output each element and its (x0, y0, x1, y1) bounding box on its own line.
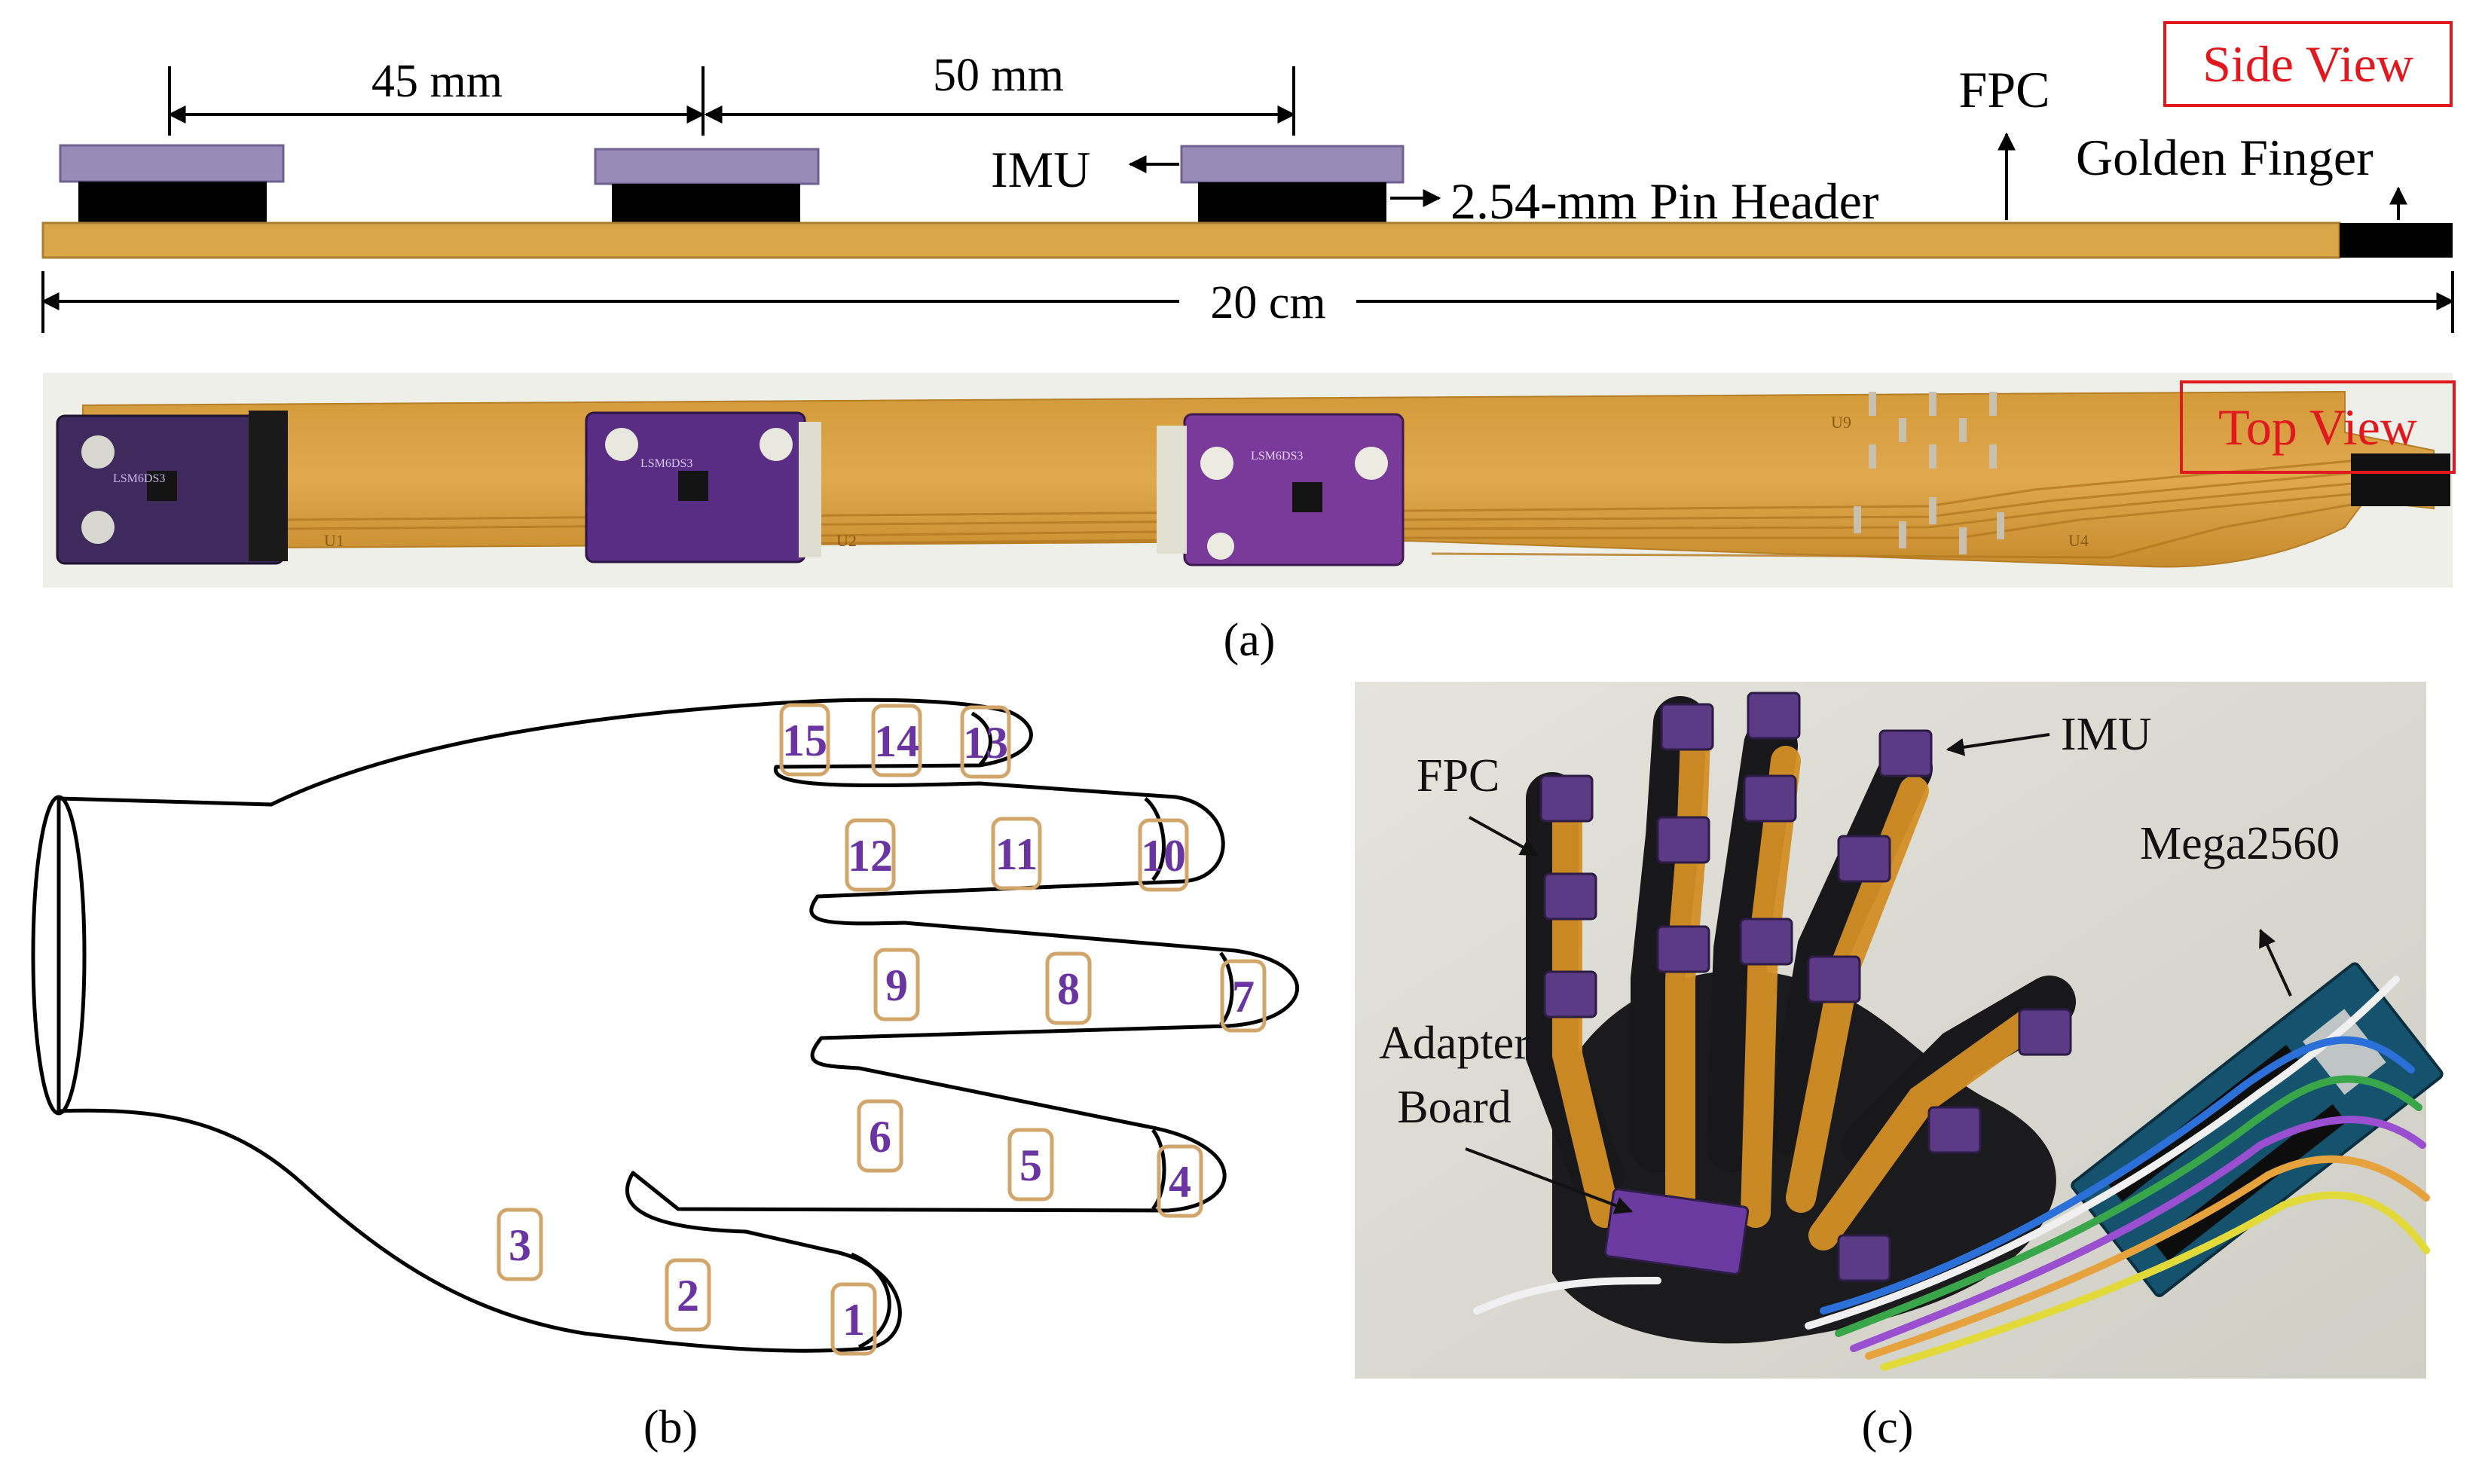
imu-board-3: LSM6DS3 (1157, 413, 1405, 566)
fpc-label-side: FPC (1959, 61, 2050, 118)
sensor-number: 8 (1057, 964, 1080, 1014)
photo-imu-label: IMU (2061, 709, 2152, 760)
imu-label: IMU (991, 141, 1090, 198)
sensor-box (1220, 959, 1267, 1033)
caption-c: (c) (1862, 1402, 1914, 1453)
sensor-2: 2 (665, 1258, 711, 1332)
side-view-box (2163, 21, 2453, 107)
golden-finger (2340, 223, 2453, 258)
fpc-board (41, 221, 2341, 259)
sensor-box (857, 1099, 903, 1173)
sensor-14: 14 (871, 704, 922, 777)
module-mark-u9: U9 (1831, 413, 1851, 432)
golden-finger-label: Golden Finger (2076, 129, 2374, 186)
top-view-title: Top View (2218, 398, 2417, 456)
sensor-number: 10 (1141, 831, 1186, 881)
side-view-panel: 45 mm 50 mm IMU 2.54-mm Pin Header FPC G… (41, 21, 2455, 333)
imu-module-1 (59, 144, 285, 183)
module-mark-u2: U2 (836, 531, 857, 550)
sensor-11: 11 (991, 817, 1042, 890)
photo-fpc-label: FPC (1417, 750, 1499, 802)
sensor-number: 4 (1169, 1157, 1191, 1207)
photo-fpc-arrow (1469, 816, 1539, 857)
sensor-13: 13 (960, 705, 1011, 779)
imu-module-2 (594, 148, 820, 185)
photo-imu-boards (1539, 692, 2072, 1282)
sensor-box (830, 1282, 877, 1356)
sensor-1: 1 (830, 1282, 877, 1356)
sensor-box (1007, 1128, 1054, 1202)
sensor-box (497, 1208, 543, 1281)
sensor-number: 12 (848, 831, 893, 881)
sensor-number: 3 (509, 1220, 531, 1270)
top-view-panel: U1 U2 U9 U4 LSM6DS3 LSM6DS3 (43, 373, 2456, 666)
module-mark-u1: U1 (324, 531, 344, 550)
sensor-number: 7 (1232, 972, 1255, 1021)
sensor-box (991, 817, 1042, 890)
sensor-4: 4 (1157, 1144, 1203, 1218)
sensor-10: 10 (1138, 818, 1189, 892)
caption-a: (a) (1224, 615, 1276, 666)
sensor-number: 5 (1019, 1140, 1042, 1190)
sensor-number: 13 (963, 718, 1008, 768)
sensor-box (665, 1258, 711, 1332)
glove-photo-panel: IMU FPC Mega2560 Adapter Board (c) (1355, 682, 2444, 1453)
sensor-box (1138, 818, 1189, 892)
dim-label-50mm: 50 mm (933, 50, 1064, 101)
module-mark-u4: U4 (2068, 531, 2089, 550)
sensor-number: 11 (995, 829, 1038, 879)
imu-board-3-text: LSM6DS3 (1251, 450, 1303, 463)
photo-adapter-label-line2: Board (1397, 1082, 1512, 1133)
wrist-opening (31, 795, 87, 1116)
imu-board-1: LSM6DS3 (56, 411, 288, 565)
sensor-7: 7 (1220, 959, 1267, 1033)
sensor-6: 6 (857, 1099, 903, 1173)
sensor-number: 2 (677, 1271, 699, 1321)
sensor-box (960, 705, 1011, 779)
sensor-box (1045, 951, 1092, 1025)
sensor-box (1157, 1144, 1203, 1218)
adapter-board (1603, 1188, 1750, 1275)
sensor-3: 3 (497, 1208, 543, 1281)
pin-header-label: 2.54-mm Pin Header (1450, 173, 1879, 230)
sensor-box (845, 818, 896, 892)
imu-board-2-text: LSM6DS3 (640, 457, 692, 470)
sensor-9: 9 (873, 948, 920, 1021)
side-view-title: Side View (2202, 35, 2413, 93)
sensor-number: 1 (842, 1295, 865, 1345)
caption-b: (b) (643, 1402, 698, 1453)
sensor-number: 15 (782, 716, 827, 765)
pin-header-1 (78, 182, 267, 222)
sensor-number: 9 (885, 960, 908, 1010)
photo-adapter-label-line1: Adapter (1379, 1018, 1530, 1069)
top-view-golden-finger (2351, 453, 2450, 506)
photo-mega-arrow (2259, 928, 2292, 997)
sensor-8: 8 (1045, 951, 1092, 1025)
sensor-12: 12 (845, 818, 896, 892)
hand-outline (57, 698, 1299, 1353)
top-view-box (2180, 380, 2456, 474)
photo-adapter-arrow (1465, 1147, 1634, 1214)
sensor-box (871, 704, 922, 777)
dim-label-20cm: 20 cm (1210, 277, 1325, 328)
imu-board-1-text: LSM6DS3 (113, 472, 165, 485)
imu-module-3 (1180, 145, 1405, 184)
imu-board-2: LSM6DS3 (585, 411, 821, 563)
pin-header-2 (612, 184, 800, 223)
sensor-number: 6 (869, 1112, 891, 1162)
sensor-number: 14 (874, 716, 919, 766)
sensor-15: 15 (779, 703, 830, 777)
photo-mega-label: Mega2560 (2140, 818, 2340, 869)
dim-label-45mm: 45 mm (371, 56, 503, 107)
sensor-box (779, 703, 830, 777)
sensor-5: 5 (1007, 1128, 1054, 1202)
sensor-box (873, 948, 920, 1021)
pin-header-3 (1198, 182, 1386, 223)
photo-imu-arrow (1946, 733, 2050, 756)
